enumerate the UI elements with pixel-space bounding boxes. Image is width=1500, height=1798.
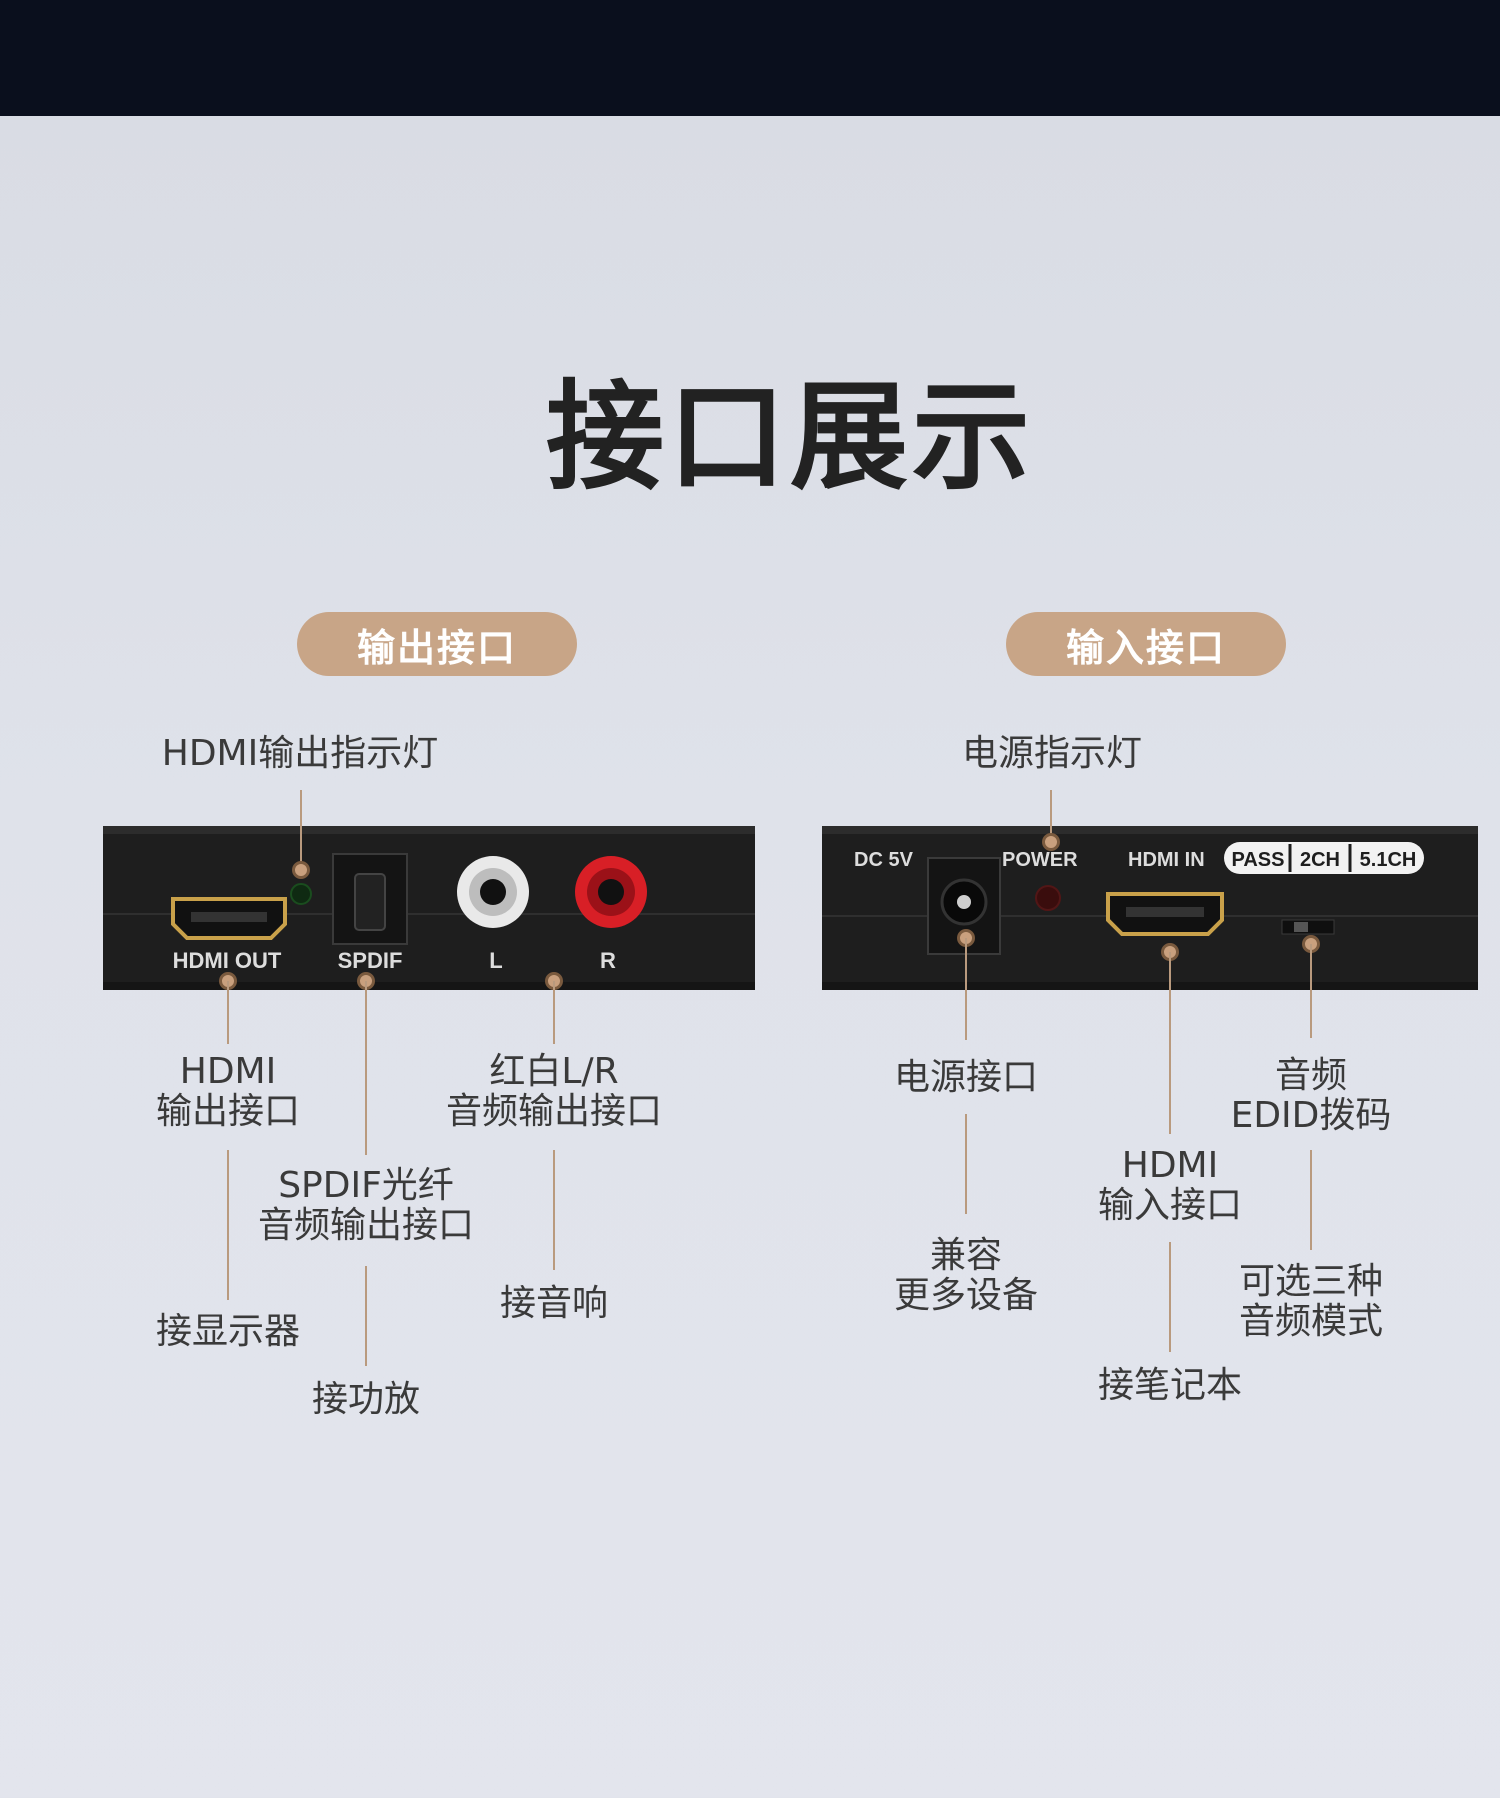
- top-banner: [0, 0, 1500, 116]
- edid-use-label: 可选三种音频模式: [1238, 1261, 1384, 1342]
- r-device-label: R: [600, 948, 616, 973]
- hdmi-indicator-leader: [300, 790, 302, 870]
- hdmi-in-use-label: 接笔记本: [1097, 1365, 1243, 1406]
- rca-use-label: 接音响: [499, 1283, 609, 1324]
- hdmi-out-leader-1: [227, 981, 229, 1044]
- power-indicator-marker: [1042, 833, 1060, 851]
- l-device-label: L: [489, 948, 502, 973]
- power-indicator-leader: [1050, 790, 1052, 842]
- rca-leader-1: [553, 981, 555, 1044]
- spdif-port-label: SPDIF光纤音频输出接口: [257, 1165, 475, 1246]
- edid-switch-leader-2: [1310, 1150, 1312, 1250]
- page-title: 接口展示: [545, 368, 1034, 506]
- power-port-leader-1: [965, 938, 967, 1040]
- rca-leader-2: [553, 1150, 555, 1270]
- power-port-leader-2: [965, 1114, 967, 1214]
- spdif-use-label: 接功放: [311, 1379, 421, 1420]
- spdif-device-label: SPDIF: [338, 948, 403, 973]
- 51ch-badge: 5.1CH: [1360, 849, 1417, 871]
- spdif-leader-1: [365, 981, 367, 1155]
- pass-badge: PASS: [1232, 849, 1285, 871]
- hdmi-out-use-label: 接显示器: [155, 1311, 301, 1352]
- hdmi-in-leader-2: [1169, 1242, 1171, 1352]
- input-device-panel: PASS 2CH 5.1CH DC 5V POWER HDMI IN: [822, 826, 1478, 990]
- power-indicator-label: 电源指示灯: [961, 733, 1143, 774]
- 2ch-badge: 2CH: [1300, 849, 1340, 871]
- dc-device-label: DC 5V: [854, 849, 914, 871]
- hdmi-indicator-label: HDMI输出指示灯: [161, 733, 439, 774]
- output-device-panel: HDMI OUT SPDIF L R: [103, 826, 755, 990]
- spdif-leader-2: [365, 1266, 367, 1366]
- hdmi-out-device-label: HDMI OUT: [173, 948, 282, 973]
- hdmi-indicator-marker: [292, 861, 310, 879]
- output-section-pill: 输出接口: [297, 612, 577, 676]
- edid-switch-leader-1: [1310, 944, 1312, 1038]
- input-section-pill: 输入接口: [1006, 612, 1286, 676]
- hdmi-in-leader-1: [1169, 952, 1171, 1134]
- power-use-label: 兼容更多设备: [893, 1235, 1039, 1316]
- power-port-label: 电源接口: [893, 1057, 1039, 1098]
- power-device-label: POWER: [1002, 849, 1078, 871]
- hdmi-out-leader-2: [227, 1150, 229, 1300]
- hdmi-in-device-label: HDMI IN: [1128, 849, 1205, 871]
